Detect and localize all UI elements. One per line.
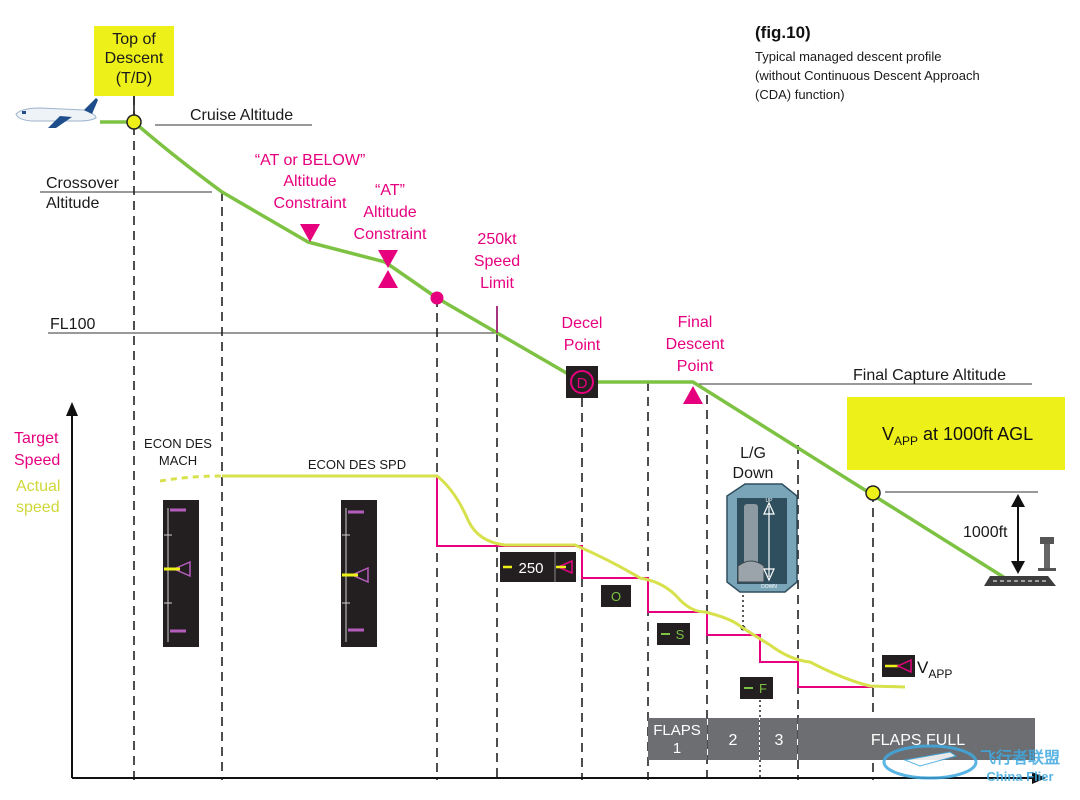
fdp-label-line3: Point: [677, 358, 714, 375]
caption-line1: Typical managed descent profile: [755, 49, 941, 64]
flaps-cell-full: [798, 718, 1035, 760]
lever-up-label: UP: [766, 498, 774, 504]
decel-label-line2: Point: [564, 337, 601, 354]
flaps-3-label: 3: [775, 732, 784, 749]
runway-icon: [984, 576, 1056, 586]
speed-limit-label-line1: 250kt: [477, 231, 517, 248]
s-speed-letter: S: [676, 627, 685, 642]
f-speed-letter: F: [759, 681, 767, 696]
tod-label-box: [94, 26, 174, 96]
econ-spd-label: ECON DES SPD: [308, 457, 406, 472]
control-tower-icon: [1038, 537, 1056, 571]
crossover-label-line1: Crossover: [46, 175, 120, 192]
lg-down-label-line2: Down: [733, 465, 774, 482]
actual-speed-label-line1: Actual: [16, 478, 60, 495]
at-label-line3: Constraint: [354, 226, 427, 243]
x-axis-arrow: [1032, 772, 1046, 784]
o-speed-marker: O: [601, 585, 631, 607]
1000ft-height-arrow: [1011, 494, 1025, 574]
at-label-line2: Altitude: [363, 204, 416, 221]
o-speed-letter: O: [611, 589, 621, 604]
landing-gear-lever-icon: UP DOWN: [726, 483, 798, 593]
flaps-cell-2: [708, 718, 759, 760]
vapp-box-label: VAPP at 1000ft AGL: [882, 424, 1033, 448]
at-label-line1: “AT”: [375, 182, 405, 199]
phase-divider-lines: [133, 96, 874, 780]
econ-mach-label-line2: MACH: [159, 453, 197, 468]
at-or-below-constraint-marker: [300, 224, 320, 242]
fdp-label-line1: Final: [678, 314, 713, 331]
speed-limit-dot: [430, 291, 444, 305]
at-or-below-label-line3: Constraint: [274, 195, 347, 212]
speed-limit-label-line2: Speed: [474, 253, 520, 270]
figure-id: (fig.10): [755, 23, 811, 42]
speed-tape-mach: [163, 500, 199, 647]
at-constraint-marker-top: [378, 250, 398, 268]
flaps-full-label: FLAPS FULL: [871, 732, 965, 749]
target-speed-label-line2: Speed: [14, 452, 60, 469]
decel-symbol-letter: D: [577, 375, 588, 392]
lg-down-label-line1: L/G: [740, 445, 766, 462]
tod-label-line3: (T/D): [116, 70, 152, 87]
aircraft-icon: [15, 98, 98, 128]
s-speed-marker: S: [657, 623, 690, 645]
vapp-at-1000ft-box: [847, 397, 1065, 470]
speed-tape-spd: [341, 500, 377, 647]
econ-mach-label-line1: ECON DES: [144, 436, 212, 451]
f-speed-marker: F: [740, 677, 773, 699]
caption-line2: (without Continuous Descent Approach: [755, 68, 980, 83]
fdp-label-line2: Descent: [666, 336, 725, 353]
flaps-cell-1: [648, 718, 707, 760]
vapp-speed-label: VAPP: [917, 658, 952, 681]
target-speed-line: [222, 475, 873, 688]
vapp-speed-marker: [882, 655, 915, 677]
tod-label-line2: Descent: [105, 50, 164, 67]
y-axis-arrow: [66, 402, 78, 416]
at-or-below-label-line2: Altitude: [283, 173, 336, 190]
speed-limit-label-line3: Limit: [480, 275, 514, 292]
final-descent-point-marker: [683, 386, 703, 404]
decel-label-line1: Decel: [562, 315, 603, 332]
watermark-cn: 飞行者联盟: [980, 748, 1060, 767]
1000ft-label: 1000ft: [963, 524, 1008, 541]
at-constraint-marker-bottom: [378, 270, 398, 288]
actual-speed-dashed-mach: [159, 474, 223, 483]
descent-profile-path: [100, 120, 1006, 580]
flaps-bar: FLAPS 1 2 3 FLAPS FULL: [648, 718, 1035, 760]
flaps-2-label: 2: [729, 732, 738, 749]
actual-speed-line: [222, 474, 906, 689]
crossover-label-line2: Altitude: [46, 195, 99, 212]
lever-down-label: DOWN: [761, 584, 777, 590]
vapp-altitude-marker: [865, 485, 881, 501]
flaps-cell-3: [760, 718, 797, 760]
target-speed-label-line1: Target: [14, 430, 59, 447]
speed-250-value: 250: [518, 560, 543, 577]
caption-line3: (CDA) function): [755, 87, 845, 102]
flaps-1-label-line1: FLAPS: [653, 722, 701, 739]
decel-point-symbol: D: [566, 366, 598, 398]
actual-speed-label-line2: speed: [16, 499, 60, 516]
watermark-en: China Flier: [986, 769, 1053, 784]
final-capture-label: Final Capture Altitude: [853, 367, 1006, 384]
tod-label-line1: Top of: [112, 31, 156, 48]
fl100-label: FL100: [50, 316, 95, 333]
top-of-descent-marker: [126, 114, 142, 130]
cruise-altitude-label: Cruise Altitude: [190, 107, 293, 124]
flaps-1-label-line2: 1: [673, 740, 681, 757]
china-flier-watermark: 飞行者联盟 China Flier: [882, 744, 1060, 784]
speed-250-display: 250: [500, 552, 576, 582]
at-or-below-label-line1: “AT or BELOW”: [255, 152, 366, 169]
